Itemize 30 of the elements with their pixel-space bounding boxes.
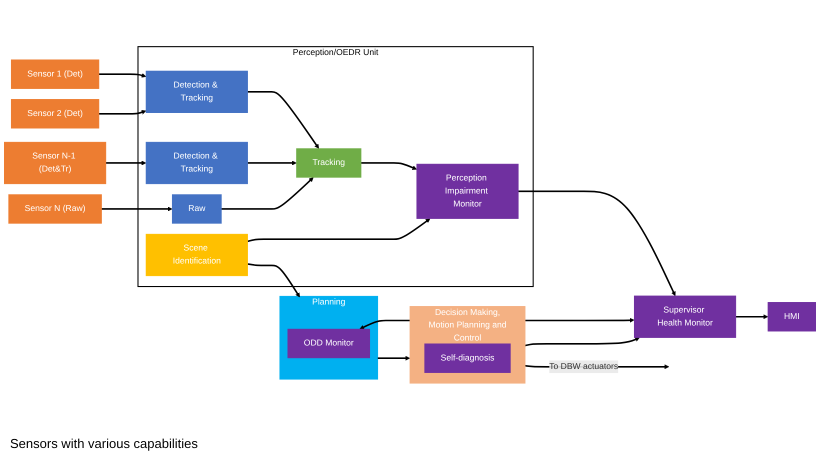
node-box: Detection & Tracking bbox=[146, 142, 248, 184]
arrow bbox=[248, 91, 320, 149]
arrow bbox=[524, 337, 640, 346]
arrow bbox=[106, 160, 146, 166]
arrow bbox=[102, 206, 172, 212]
arrow bbox=[247, 218, 430, 242]
node-box: Self-diagnosis bbox=[424, 344, 511, 373]
arrow bbox=[736, 314, 768, 320]
node-box: HMI bbox=[768, 302, 816, 332]
arrow bbox=[98, 73, 146, 78]
arrow bbox=[361, 162, 417, 170]
node-box: Scene Identification bbox=[146, 234, 248, 276]
arrow bbox=[378, 356, 410, 361]
node-box: Tracking bbox=[296, 148, 362, 178]
arrow bbox=[98, 110, 146, 115]
arrow bbox=[248, 160, 297, 166]
node-box: Raw bbox=[172, 194, 222, 224]
node-box: Supervisor Health Monitor bbox=[634, 296, 736, 338]
node-box: Perception Impairment Monitor bbox=[416, 164, 519, 219]
arrow bbox=[518, 190, 676, 296]
node-box: ODD Monitor bbox=[287, 328, 370, 358]
node-box: Sensor N (Raw) bbox=[8, 194, 102, 224]
note-text: Sensors with various capabilities bbox=[10, 436, 198, 451]
node-box: Detection & Tracking bbox=[146, 70, 248, 113]
edge-label: To DBW actuators bbox=[549, 362, 618, 372]
arrow bbox=[248, 263, 300, 298]
node-box: Sensor 1 (Det) bbox=[10, 60, 100, 89]
node-box: Sensor N-1 (Det&Tr) bbox=[4, 142, 106, 184]
node-box: Sensor 2 (Det) bbox=[10, 99, 100, 128]
arrow bbox=[221, 177, 314, 210]
